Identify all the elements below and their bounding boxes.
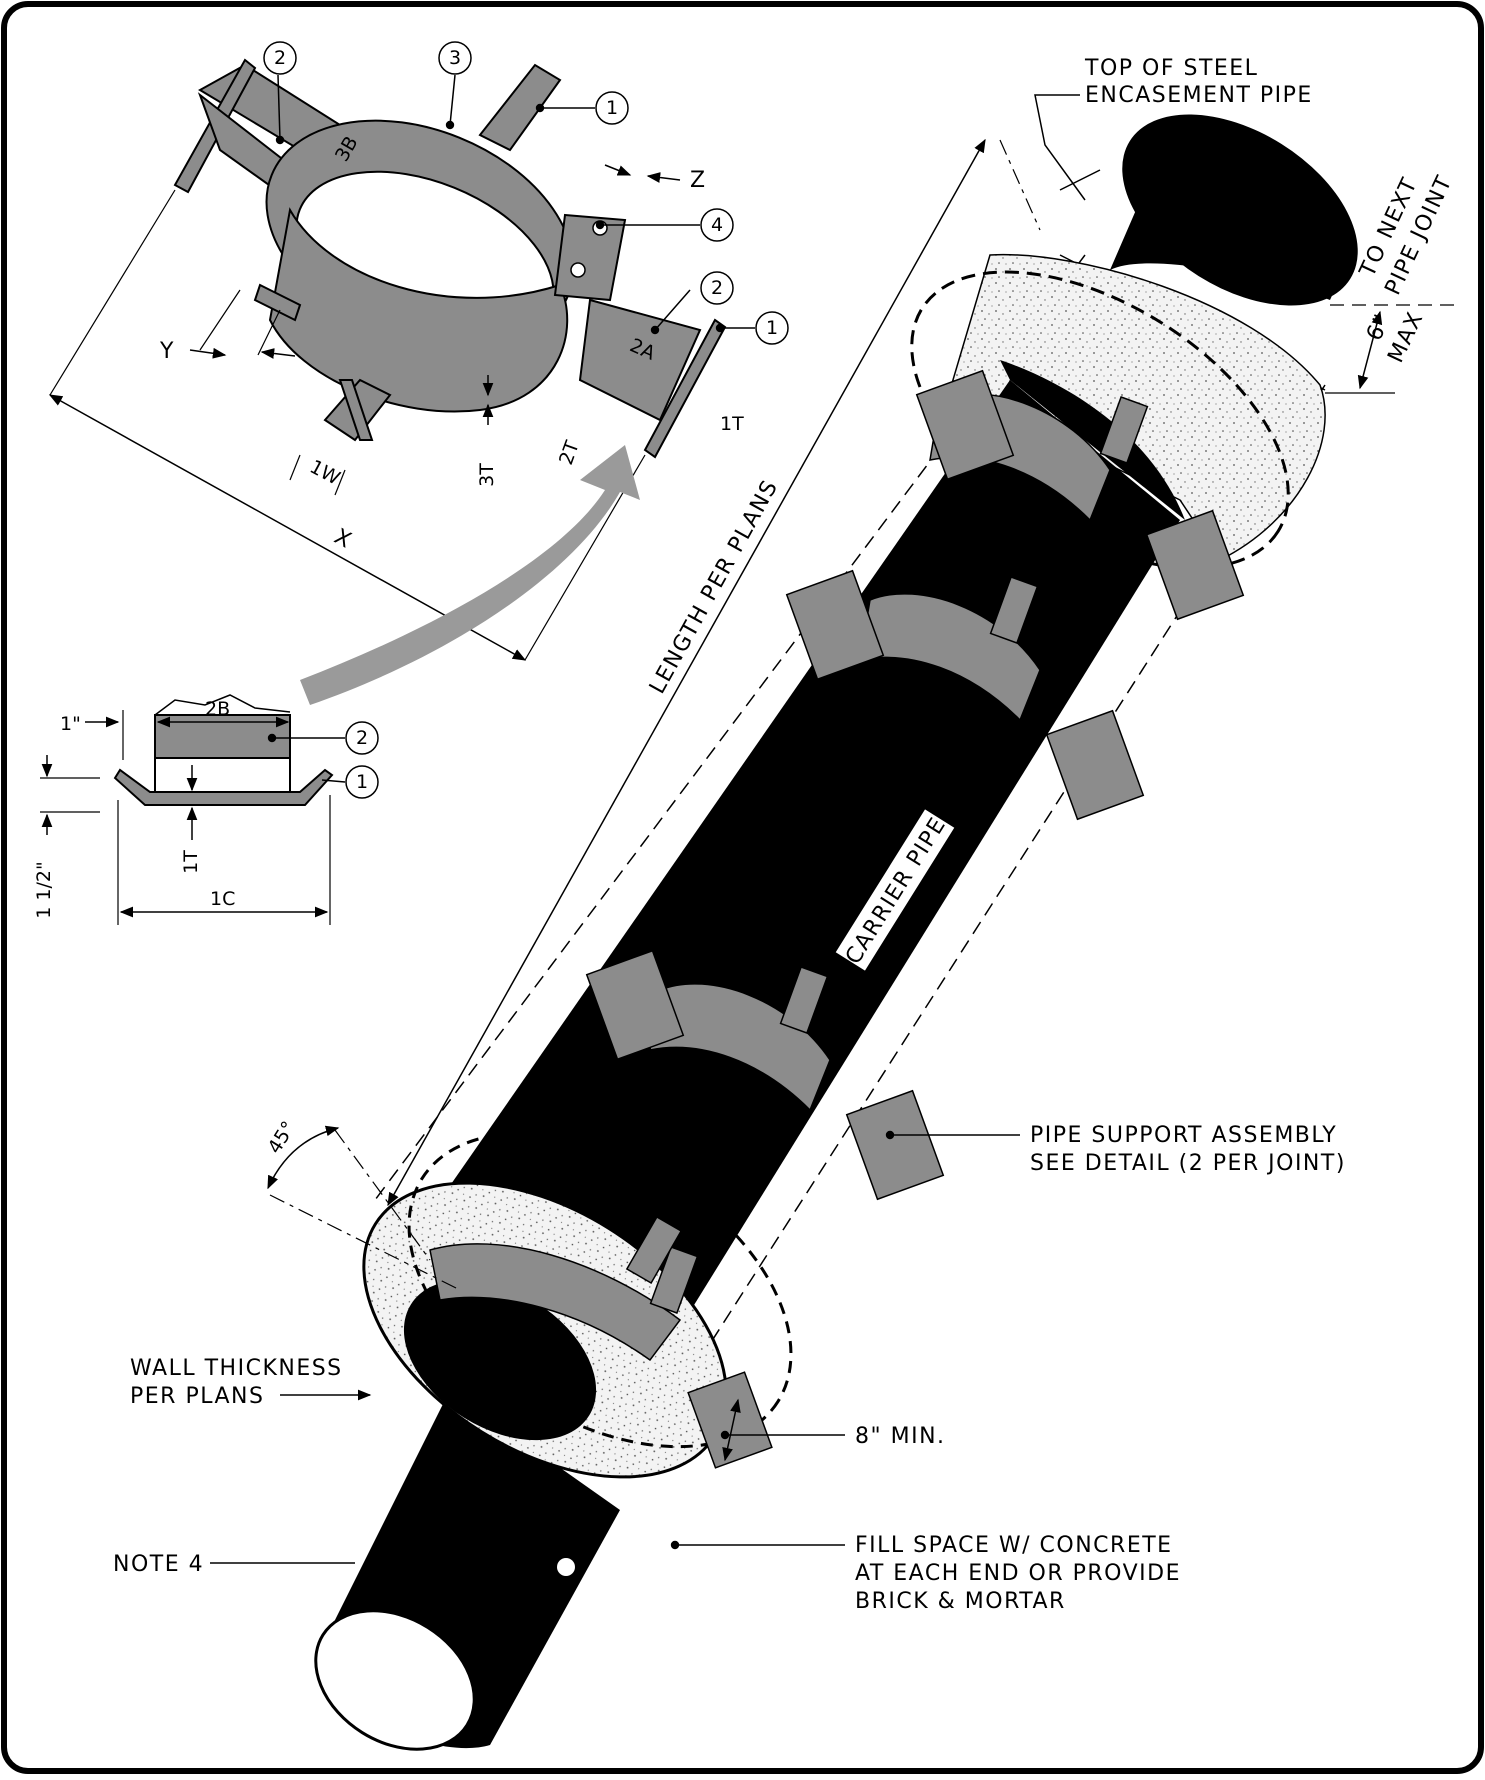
- callout-3: 3: [438, 41, 472, 75]
- dim-3t: 3T: [476, 463, 498, 487]
- svg-text:3: 3: [449, 47, 461, 69]
- top-of-steel-leader: [999, 94, 1101, 231]
- callout-2-a: 2: [263, 41, 297, 75]
- note4-label: NOTE 4: [113, 1552, 204, 1577]
- six-inch-max-dimension: [1325, 304, 1460, 394]
- dim-1c: 1C: [210, 888, 235, 910]
- dim-1t-section: 1T: [180, 850, 202, 874]
- callout-2-c: 2: [345, 721, 379, 755]
- callout-2-b: 2: [700, 271, 734, 305]
- pipe-support-line2: SEE DETAIL (2 PER JOINT): [1030, 1151, 1346, 1176]
- wall-thickness-line1: WALL THICKNESS: [130, 1356, 343, 1381]
- svg-text:4: 4: [711, 214, 723, 236]
- dim-1-half-inch: 1 1/2": [33, 861, 55, 918]
- eight-min-label: 8" MIN.: [855, 1424, 946, 1449]
- fill-space-line3: BRICK & MORTAR: [855, 1589, 1066, 1614]
- svg-text:1: 1: [766, 317, 778, 339]
- svg-text:2: 2: [274, 47, 286, 69]
- cross-section-detail: [40, 694, 346, 925]
- wall-thickness-line2: PER PLANS: [130, 1384, 264, 1409]
- curved-arrow: [300, 445, 640, 705]
- svg-text:1: 1: [356, 771, 368, 793]
- callout-1-c: 1: [345, 765, 379, 799]
- dim-2b: 2B: [205, 698, 230, 720]
- callout-1-a: 1: [595, 91, 629, 125]
- top-of-steel-line1: TOP OF STEEL: [1084, 56, 1258, 81]
- dim-1-inch: 1": [60, 713, 81, 735]
- fill-space-line1: FILL SPACE W/ CONCRETE: [855, 1533, 1173, 1558]
- detail-leaders: [275, 74, 755, 335]
- dim-z: Z: [690, 168, 707, 193]
- callout-1-b: 1: [755, 311, 789, 345]
- svg-text:1: 1: [606, 97, 618, 119]
- dim-1t: 1T: [720, 413, 744, 435]
- callout-4: 4: [700, 208, 734, 242]
- dim-y: Y: [159, 339, 175, 364]
- svg-text:2: 2: [711, 277, 723, 299]
- pipe-support-line1: PIPE SUPPORT ASSEMBLY: [1030, 1123, 1337, 1148]
- top-of-steel-line2: ENCASEMENT PIPE: [1085, 83, 1313, 108]
- svg-text:2: 2: [356, 727, 368, 749]
- length-dimension-line: [387, 138, 986, 1207]
- fill-space-line2: AT EACH END OR PROVIDE: [855, 1561, 1181, 1586]
